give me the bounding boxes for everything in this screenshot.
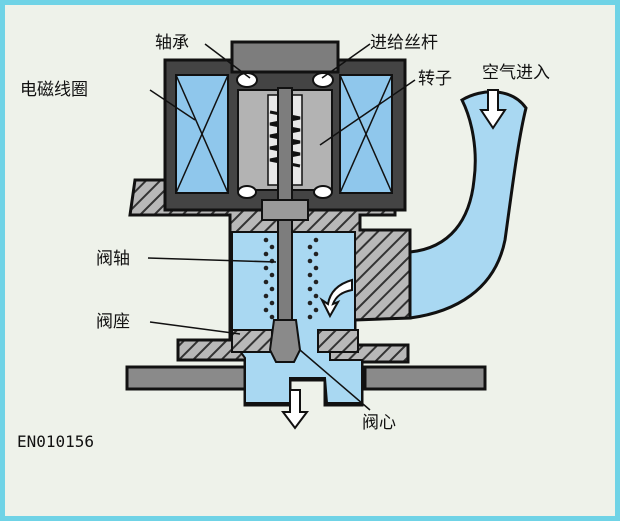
label-air-in: 空气进入 [482, 63, 550, 83]
air-chamber [231, 231, 363, 404]
label-bearing: 轴承 [155, 33, 189, 53]
flow-curve-arrow [319, 278, 353, 319]
figure-code: EN010156 [17, 432, 94, 451]
label-valve-seat: 阀座 [96, 312, 130, 332]
label-coil: 电磁线圈 [20, 80, 88, 100]
air-in-arrow [479, 89, 507, 130]
lower-bearing-right-icon [313, 185, 333, 199]
air-out-arrow [281, 389, 309, 430]
bearing-right-icon [312, 72, 334, 88]
valve-seat-right [317, 329, 359, 353]
left-flange [125, 365, 247, 391]
shaft-guide [261, 199, 309, 221]
bearing-left-icon [236, 72, 258, 88]
right-flange [363, 365, 487, 391]
valve-core [268, 319, 302, 363]
label-valve-shaft: 阀轴 [96, 249, 130, 269]
label-rotor: 转子 [418, 69, 452, 89]
label-feed-screw: 进给丝杆 [370, 33, 438, 53]
top-cap [230, 40, 340, 74]
lower-bearing-left-icon [237, 185, 257, 199]
return-spring [263, 237, 319, 320]
label-valve-core: 阀心 [362, 413, 396, 433]
leader-lines [147, 43, 416, 411]
